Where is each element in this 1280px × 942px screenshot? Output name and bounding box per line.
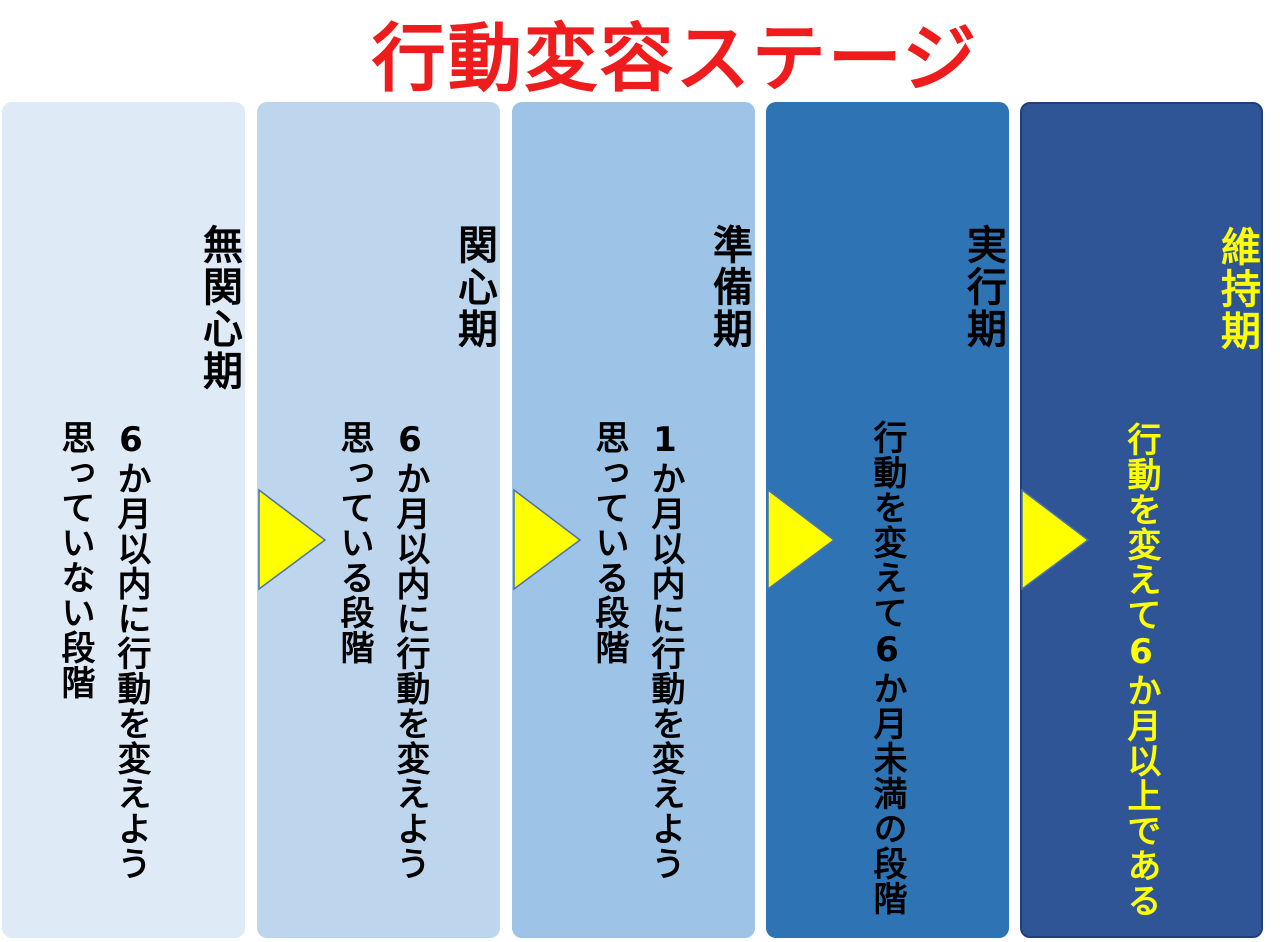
stage-name: 関心期 [451,224,497,350]
stage-description: 6か月以内に行動を変えよう 思っていない段階 [55,420,151,881]
arrow-right-icon [767,488,836,591]
stage-name: 維持期 [1214,226,1260,352]
stage-name: 準備期 [706,224,752,350]
arrow-right-icon [513,488,582,591]
stage-name: 実行期 [960,224,1006,350]
stage-description: 1か月以内に行動を変えよう 思っている段階 [589,420,685,881]
stage-description: 6か月以内に行動を変えよう 思っている段階 [334,420,430,881]
diagram-title: 行動変容ステージ [371,16,979,102]
stage-name: 無関心期 [196,224,242,392]
stage-description: 行動を変えて6か月以上である [1121,422,1161,918]
stage-description: 行動を変えて6か月未満の段階 [867,420,907,916]
arrow-right-icon [1021,488,1090,591]
stage-panel-precontemplation: 無関心期 6か月以内に行動を変えよう 思っていない段階 [2,102,245,938]
arrow-right-icon [258,488,327,591]
